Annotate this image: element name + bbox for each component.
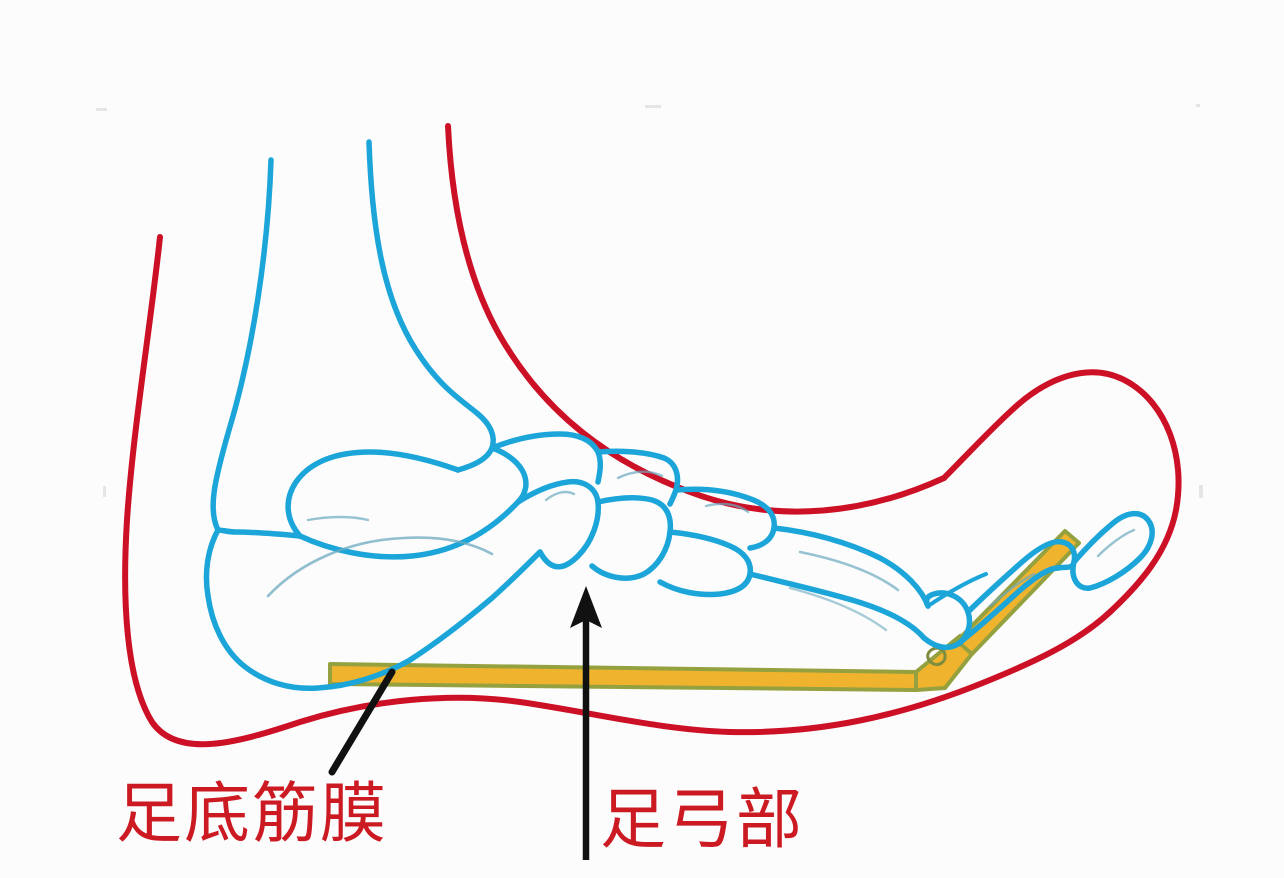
scan-speck-top-center (645, 105, 661, 108)
scan-speck-top-left (96, 108, 107, 111)
label-foot-arch: 足弓部 (600, 784, 804, 857)
bone-outlines (203, 139, 1155, 692)
scan-speck-right-mid (1199, 485, 1203, 498)
fascia-main-band (328, 662, 918, 692)
skin-outline (122, 123, 1182, 748)
arch-arrow (570, 586, 602, 860)
scan-speck-left-mid (103, 486, 106, 497)
scan-speck-top-right (1196, 104, 1200, 107)
fascia-corner (914, 634, 977, 692)
label-plantar-fascia: 足底筋膜 (116, 778, 388, 851)
fascia-leader-line (328, 668, 396, 776)
